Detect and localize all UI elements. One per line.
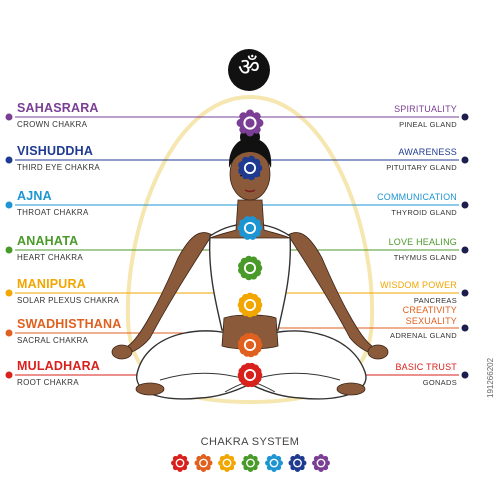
right-marker-dot — [461, 246, 469, 254]
chakra-meaning-label: WISDOM POWER — [380, 280, 457, 290]
triangle-lotus-icon — [237, 292, 263, 318]
footer-throat-lotus-icon — [265, 454, 283, 472]
chakra-meaning-label: AWARENESS — [398, 147, 457, 157]
chakra-subtitle-label: SOLAR PLEXUS CHAKRA — [17, 296, 120, 305]
gland-label: GONADS — [422, 378, 457, 387]
footer-square-lotus-icon — [171, 454, 189, 472]
chakra-subtitle-label: THIRD EYE CHAKRA — [17, 163, 101, 172]
right-marker-dot — [461, 156, 469, 164]
gland-label: THYMUS GLAND — [393, 253, 457, 262]
hair — [228, 138, 272, 168]
chakra-name-label: MANIPURA — [17, 277, 86, 291]
crescent-lotus-icon — [237, 332, 263, 358]
right-marker-dot — [461, 324, 469, 332]
chakra-meaning-label: SPIRITUALITY — [394, 104, 457, 114]
chakra-meaning-label: SEXUALITY — [405, 316, 457, 326]
gland-label: PITUITARY GLAND — [386, 163, 457, 172]
gland-label: PANCREAS — [413, 296, 457, 305]
watermark-id: 191266202 — [486, 357, 495, 398]
right-marker-dot — [461, 371, 469, 379]
footer-triangle-lotus-icon — [218, 454, 236, 472]
chakra-name-label: VISHUDDHA — [17, 144, 94, 158]
right-marker-dot — [461, 201, 469, 209]
chakra-subtitle-label: SACRAL CHAKRA — [17, 336, 89, 345]
gland-label: THYROID GLAND — [391, 208, 457, 217]
chakra-meaning-label: CREATIVITY — [402, 305, 457, 315]
chakra-name-label: MULADHARA — [17, 359, 101, 373]
chakra-name-label: SWADHISTHANA — [17, 317, 122, 331]
footer-lotus-crown-icon — [312, 454, 330, 472]
eye-icon — [238, 155, 263, 181]
left-marker-dot — [5, 246, 13, 254]
chakra-name-label: ANAHATA — [17, 234, 79, 248]
chakra-subtitle-label: THROAT CHAKRA — [17, 208, 89, 217]
hexagram-icon — [238, 255, 263, 281]
left-foot — [135, 382, 165, 396]
chakra-meaning-label: LOVE HEALING — [388, 237, 457, 247]
left-marker-dot — [5, 329, 13, 337]
right-hand — [367, 344, 389, 360]
footer-crescent-lotus-icon — [194, 454, 213, 472]
gland-label: ADRENAL GLAND — [390, 331, 457, 340]
om-badge — [228, 49, 270, 91]
chakra-subtitle-label: CROWN CHAKRA — [17, 120, 88, 129]
chakra-meaning-label: COMMUNICATION — [377, 192, 457, 202]
left-marker-dot — [5, 201, 13, 209]
throat-lotus-icon — [237, 216, 263, 240]
footer-eye-icon — [288, 454, 307, 472]
left-marker-dot — [5, 113, 13, 121]
right-marker-dot — [461, 113, 469, 121]
gland-label: PINEAL GLAND — [399, 120, 457, 129]
chakra-meaning-label: BASIC TRUST — [395, 362, 457, 372]
lotus-crown-icon — [236, 109, 264, 137]
om-icon: ॐ — [238, 53, 260, 81]
chakra-name-label: SAHASRARA — [17, 101, 99, 115]
diagram-title: CHAKRA SYSTEM — [200, 436, 300, 448]
footer-hexagram-icon — [241, 454, 260, 472]
chakra-subtitle-label: HEART CHAKRA — [17, 253, 83, 262]
left-marker-dot — [5, 371, 13, 379]
square-lotus-icon — [237, 362, 263, 388]
midriff — [221, 314, 279, 350]
right-foot — [336, 382, 366, 396]
left-hand — [111, 344, 133, 360]
left-marker-dot — [5, 289, 13, 297]
left-marker-dot — [5, 156, 13, 164]
chakra-name-label: AJNA — [17, 189, 52, 203]
aura-outline — [125, 94, 375, 405]
right-marker-dot — [461, 289, 469, 297]
chakra-subtitle-label: ROOT CHAKRA — [17, 378, 79, 387]
